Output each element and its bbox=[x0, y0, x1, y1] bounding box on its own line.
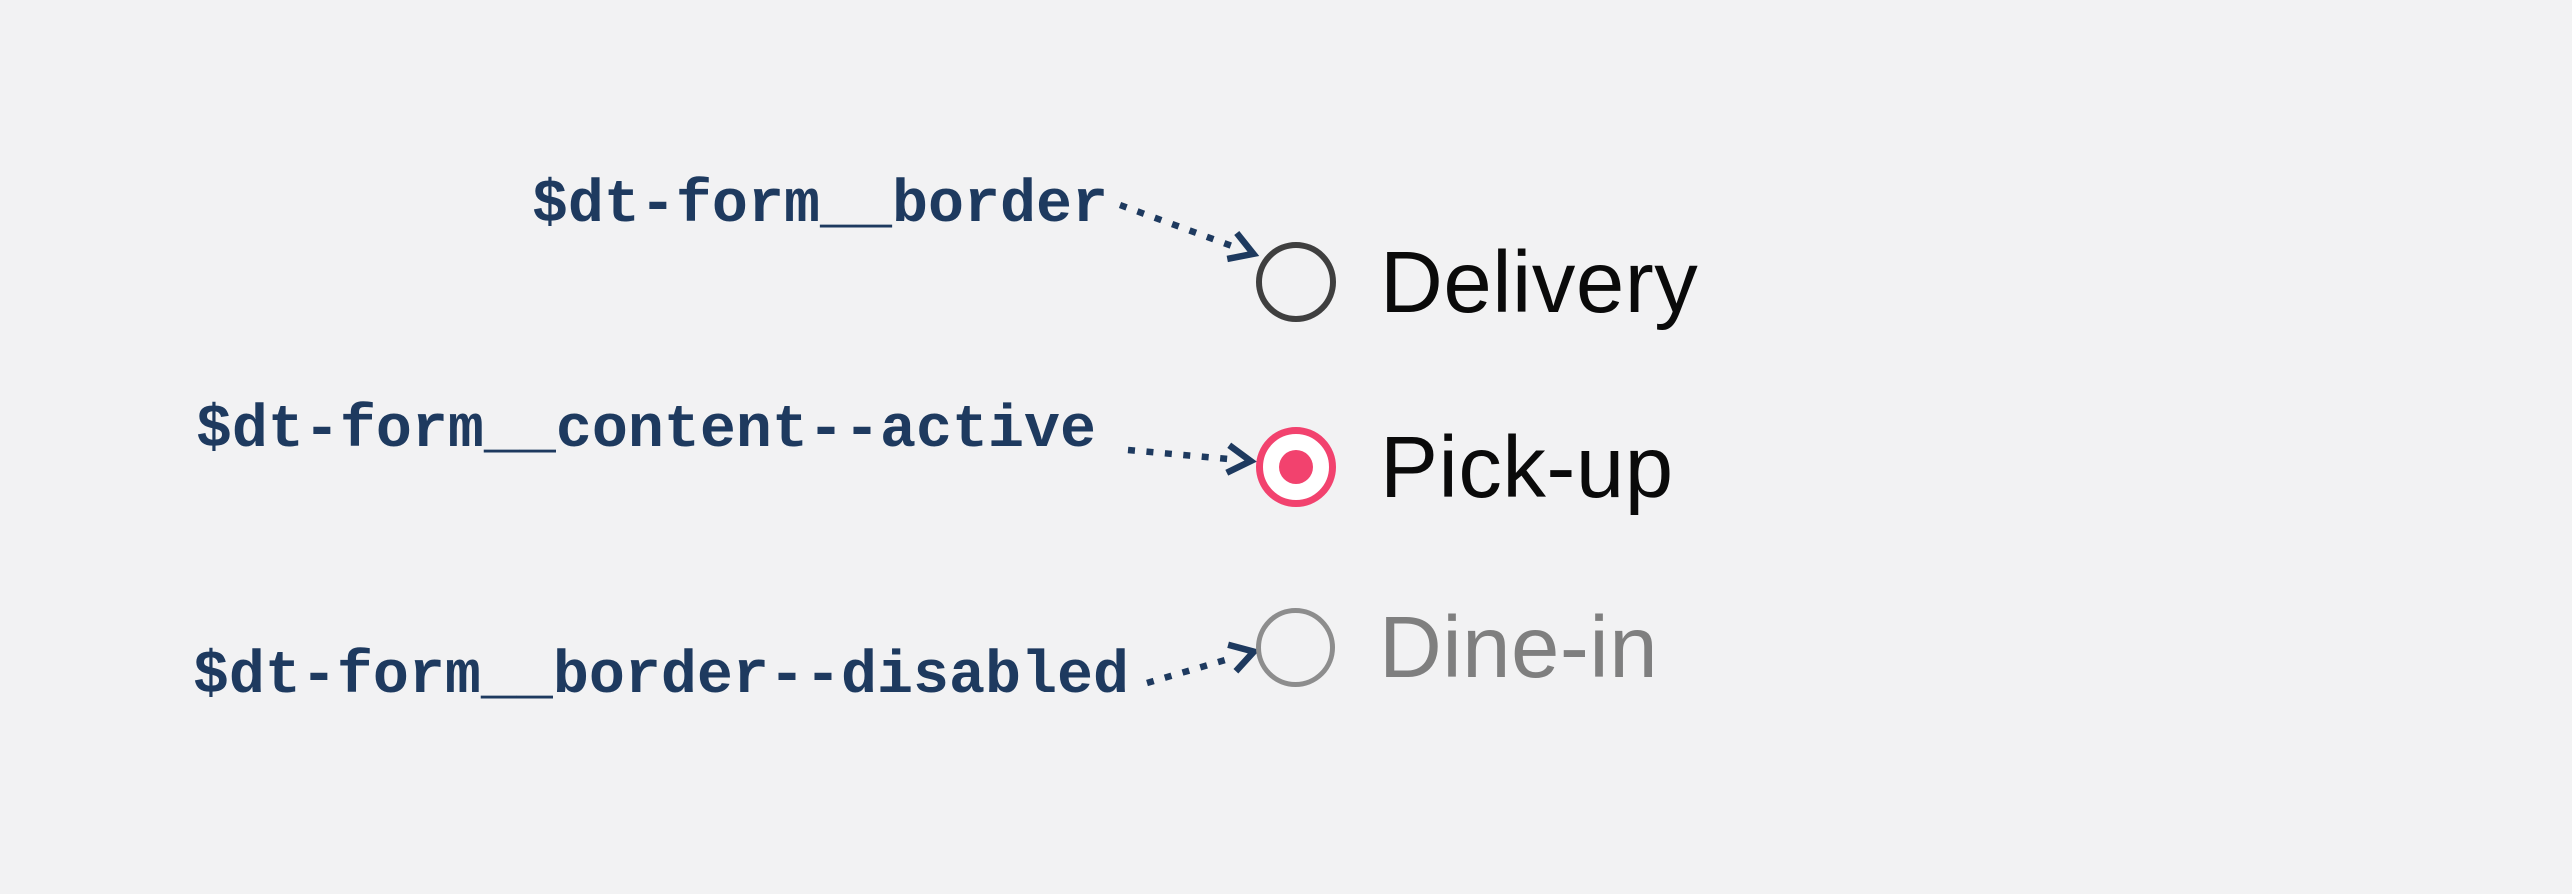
radio-label-delivery[interactable]: Delivery bbox=[1380, 233, 1699, 331]
arrow-to-dinein-radio bbox=[1146, 641, 1260, 687]
token-label-border: $dt-form__border bbox=[531, 172, 1108, 240]
radio-button-pickup-selected[interactable] bbox=[1256, 427, 1336, 507]
radio-button-delivery[interactable] bbox=[1256, 242, 1336, 322]
radio-label-pickup[interactable]: Pick-up bbox=[1380, 418, 1674, 516]
radio-option-delivery: Delivery bbox=[1256, 232, 1698, 332]
radio-label-dinein: Dine-in bbox=[1379, 598, 1659, 696]
arrow-to-delivery-radio bbox=[1118, 201, 1260, 263]
radio-option-pickup: Pick-up bbox=[1256, 417, 1674, 517]
radio-selected-dot bbox=[1279, 450, 1313, 484]
token-label-content-active: $dt-form__content--active bbox=[195, 397, 1096, 465]
arrow-to-pickup-radio bbox=[1127, 442, 1257, 476]
radio-option-dinein: Dine-in bbox=[1256, 597, 1658, 697]
radio-button-dinein-disabled bbox=[1256, 607, 1335, 687]
token-label-border-disabled: $dt-form__border--disabled bbox=[192, 643, 1129, 711]
